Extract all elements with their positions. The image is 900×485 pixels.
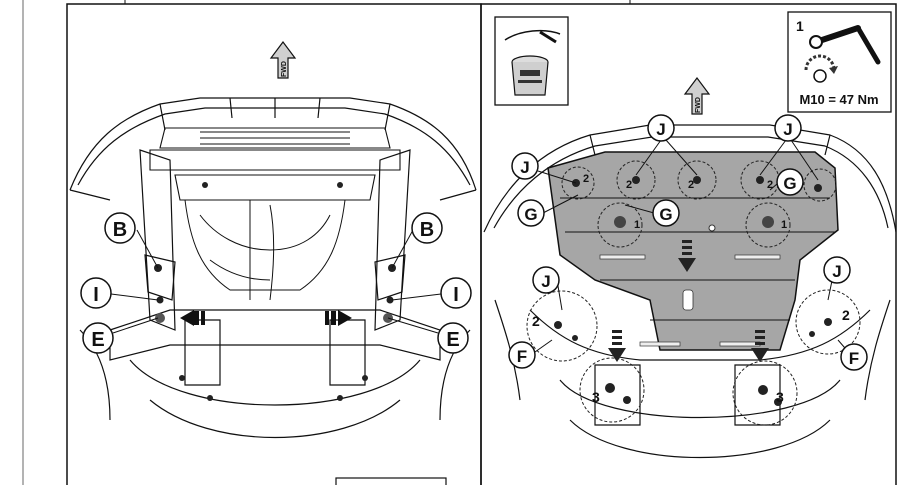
callout-f-right: F [840, 343, 868, 371]
svg-text:B: B [420, 219, 434, 241]
svg-text:J: J [783, 120, 792, 139]
callout-j-right: J [823, 256, 851, 284]
nut-icon [813, 69, 827, 83]
fastener-number-2-right: 2 [842, 307, 850, 323]
detail-circles [526, 160, 861, 426]
callout-g-left: G [517, 199, 545, 227]
callout-e-right: E [437, 322, 469, 354]
svg-text:I: I [93, 284, 99, 306]
fastener-number-2d: 2 [767, 179, 773, 191]
callout-j-left: J [532, 266, 560, 294]
torque-spec-text: M10 = 47 Nm [799, 92, 878, 107]
torque-spec-box: 1 M10 = 47 Nm [787, 11, 892, 113]
svg-text:J: J [656, 120, 665, 139]
callout-i-right: I [440, 277, 472, 309]
callout-j-top-right: J [774, 114, 802, 142]
svg-text:G: G [659, 205, 672, 224]
subframe-left [79, 309, 471, 438]
callout-b-right: B [411, 212, 443, 244]
svg-text:F: F [517, 347, 527, 366]
subframe-right [494, 299, 891, 459]
svg-text:G: G [524, 205, 537, 224]
callout-g-right: G [776, 168, 804, 196]
sealant-pot-icon [494, 16, 569, 106]
fastener-number-1b: 1 [781, 219, 787, 231]
install-arrows-right [608, 240, 769, 362]
svg-text:E: E [446, 329, 459, 351]
leader-lines-right [534, 139, 852, 356]
fastener-number-3-right: 3 [776, 389, 784, 405]
callout-j-mid-left: J [511, 152, 539, 180]
fastener-number-2-left: 2 [532, 313, 540, 329]
svg-text:J: J [541, 272, 550, 291]
fastener-number-2c: 2 [688, 179, 694, 191]
torque-step-number: 1 [796, 18, 804, 34]
svg-text:G: G [783, 174, 796, 193]
wrench-icon [813, 25, 861, 45]
engine-block [184, 199, 346, 301]
rotation-arrow-icon [804, 54, 836, 71]
front-bumper-left [69, 97, 477, 201]
callout-g-center: G [652, 199, 680, 227]
upper-crossmember [149, 127, 401, 201]
fastener-number-3-left: 3 [592, 389, 600, 405]
callout-e-left: E [82, 322, 114, 354]
frame-rails-left [139, 149, 411, 331]
fastener-number-2b: 2 [626, 179, 632, 191]
svg-text:J: J [832, 262, 841, 281]
fwd-label-right: FWD [695, 97, 702, 113]
svg-text:F: F [849, 349, 859, 368]
fasteners-right [554, 176, 832, 406]
svg-text:I: I [453, 284, 459, 306]
fastener-number-labels: 2 2 2 2 1 1 2 2 3 3 [532, 173, 850, 405]
fwd-label-left: FWD [281, 61, 288, 77]
bolts-left [154, 182, 396, 401]
callout-j-top-left: J [647, 114, 675, 142]
bottom-label-box [335, 477, 447, 485]
callout-b-left: B [104, 212, 136, 244]
svg-text:J: J [520, 158, 529, 177]
callout-f-left: F [508, 341, 536, 369]
fwd-arrow-right: FWD [683, 77, 711, 115]
fastener-number-1a: 1 [634, 219, 640, 231]
right-panel: 1 M10 = 47 Nm FWD [483, 11, 897, 459]
fastener-number-2a: 2 [583, 173, 589, 185]
svg-text:E: E [91, 329, 104, 351]
direction-arrows-left [180, 310, 352, 326]
svg-text:B: B [113, 219, 127, 241]
fwd-arrow-left: FWD [269, 41, 297, 79]
leader-lines-left [110, 229, 442, 334]
left-panel: FWD [69, 41, 477, 438]
callout-i-left: I [80, 277, 112, 309]
